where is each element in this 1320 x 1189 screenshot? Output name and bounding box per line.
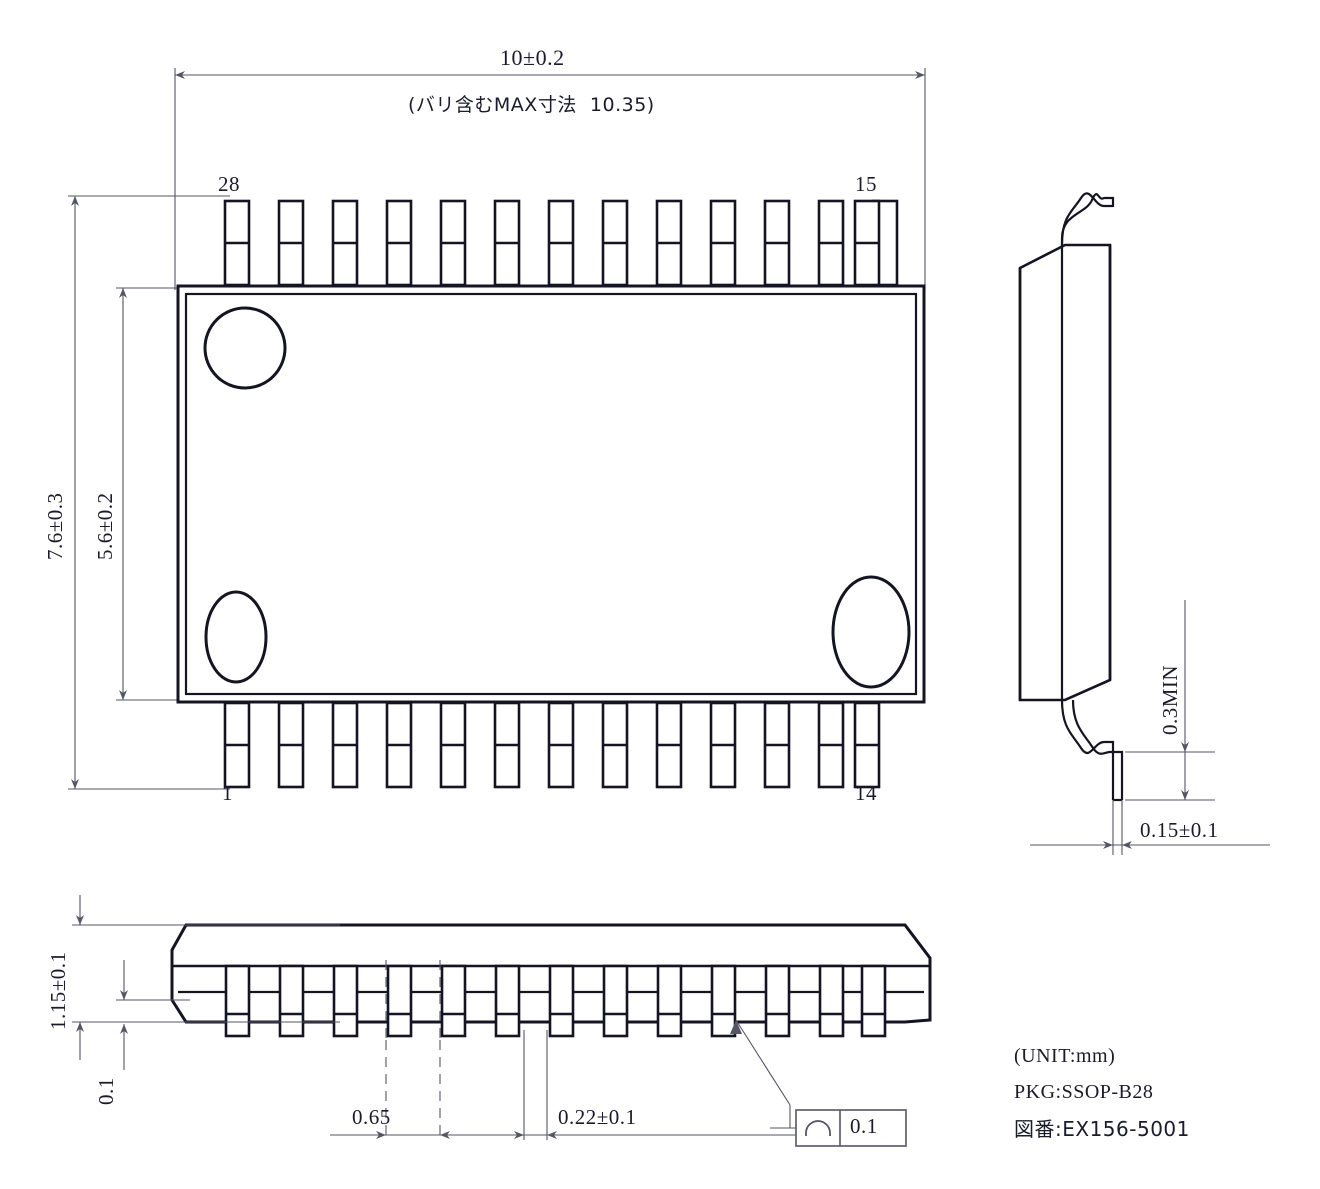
lead-pitch-dimension-label: 0.65 [352, 1105, 391, 1129]
pin-label-15: 15 [855, 172, 877, 196]
package-note: PKG:SSOP-B28 [1014, 1081, 1154, 1103]
top-width-burr-note: (バリ含むMAX寸法 10.35) [408, 94, 655, 116]
body-height-dimension-label: 1.15±0.1 [46, 951, 70, 1030]
side-view-geometry [1018, 192, 1124, 802]
side-view-dimension-lines [1030, 600, 1270, 855]
body-depth-dimension-label: 5.6±0.2 [93, 492, 117, 560]
front-view-geometry [170, 923, 932, 1038]
top-width-dimension-label: 10±0.2 [500, 45, 565, 70]
drawing-number-note: 図番:EX156-5001 [1014, 1117, 1190, 1141]
index-mark-bottom-left [204, 590, 268, 684]
index-mark-bottom-right [831, 575, 911, 689]
profile-arc-icon [805, 1120, 831, 1136]
flatness-control-frame [795, 1109, 907, 1147]
unit-note: (UNIT:mm) [1014, 1045, 1116, 1067]
lead-width-dimension-label: 0.22±0.1 [558, 1105, 637, 1129]
top-view-dimension-lines [68, 68, 926, 790]
top-view-geometry [176, 199, 926, 789]
pin-label-28: 28 [218, 172, 240, 196]
standoff-dimension-label: 0.3MIN [1158, 664, 1182, 735]
flatness-value-label: 0.1 [850, 1114, 878, 1138]
pin-label-14: 14 [855, 781, 877, 805]
lead-foot-dimension-label: 0.15±0.1 [1140, 818, 1219, 842]
overall-depth-dimension-label: 7.6±0.3 [43, 492, 67, 560]
seating-dimension-label: 0.1 [94, 1077, 118, 1105]
pin-label-1: 1 [222, 781, 233, 805]
index-mark-top-left [203, 306, 287, 390]
